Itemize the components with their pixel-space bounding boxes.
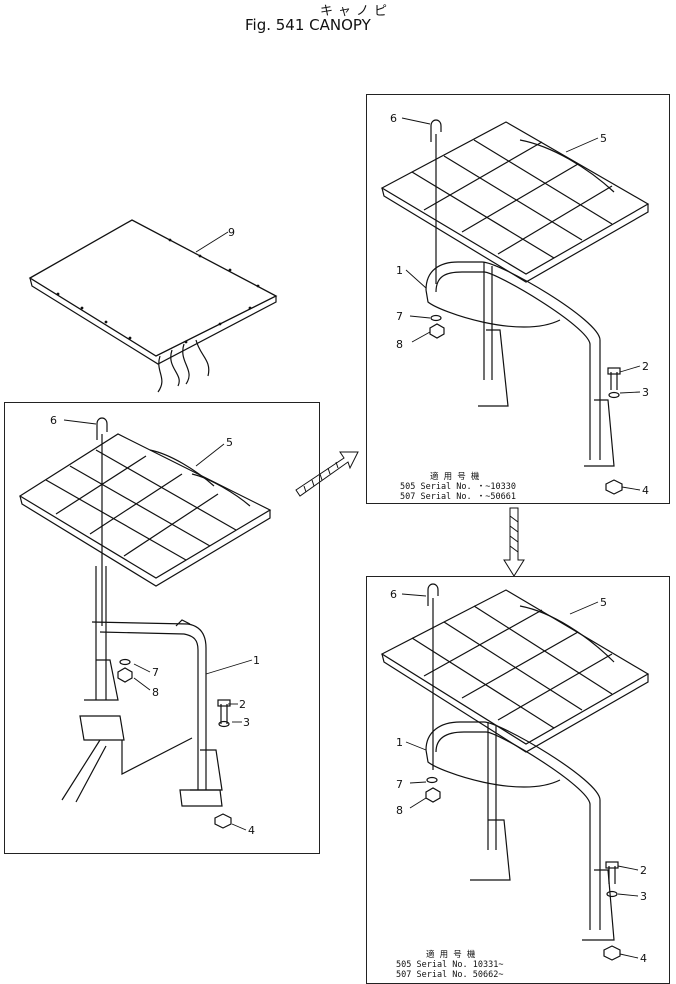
hatched-arrow-down xyxy=(503,507,525,577)
callout-7: 7 xyxy=(396,778,403,791)
figure-title: Fig. 541 CANOPY xyxy=(245,16,371,34)
callout-8: 8 xyxy=(396,804,403,817)
callout-2: 2 xyxy=(642,360,649,373)
callout-7: 7 xyxy=(396,310,403,323)
callout-6: 6 xyxy=(390,112,397,125)
callout-8: 8 xyxy=(152,686,159,699)
leader-lines xyxy=(63,117,641,959)
serial-note-early: 適 用 号 機 505 Serial No. ・~10330 507 Seria… xyxy=(400,472,516,502)
serial-note-late: 適 用 号 機 505 Serial No. 10331~ 507 Serial… xyxy=(396,950,503,980)
callout-4: 4 xyxy=(642,484,649,497)
callout-1: 1 xyxy=(396,736,403,749)
callout-4: 4 xyxy=(248,824,255,837)
serial-note-line-505: 505 Serial No. ・~10330 xyxy=(400,482,516,492)
panel-left-view xyxy=(4,402,320,854)
callout-3: 3 xyxy=(243,716,250,729)
callout-5: 5 xyxy=(600,132,607,145)
canvas-cover xyxy=(28,219,278,393)
callout-6: 6 xyxy=(50,414,57,427)
top-right-assembly xyxy=(380,119,650,495)
callout-3: 3 xyxy=(640,890,647,903)
serial-note-header: 適 用 号 機 xyxy=(430,472,480,482)
serial-note-line-505: 505 Serial No. 10331~ xyxy=(396,960,504,970)
hatched-arrow-right xyxy=(295,451,359,497)
callout-1: 1 xyxy=(253,654,260,667)
figure-title-jp: キャノピ xyxy=(320,4,393,19)
serial-note-line-507: 507 Serial No. 50662~ xyxy=(396,970,504,980)
callout-6: 6 xyxy=(390,588,397,601)
callout-2: 2 xyxy=(239,698,246,711)
panel-early-serial-view xyxy=(366,94,670,504)
panel-late-serial-view xyxy=(366,576,670,984)
serial-note-header: 適 用 号 機 xyxy=(426,950,476,960)
callout-2: 2 xyxy=(640,864,647,877)
callout-5: 5 xyxy=(226,436,233,449)
callout-numbers: 9 6 5 1 2 3 7 8 4 6 5 1 7 8 2 3 4 6 5 1 … xyxy=(50,112,649,965)
callout-8: 8 xyxy=(396,338,403,351)
left-assembly xyxy=(18,417,272,829)
callout-7: 7 xyxy=(152,666,159,679)
bottom-right-assembly xyxy=(380,583,650,961)
callout-1: 1 xyxy=(396,264,403,277)
callout-9: 9 xyxy=(228,226,235,239)
serial-note-line-507: 507 Serial No. ・~50661 xyxy=(400,492,516,502)
callout-5: 5 xyxy=(600,596,607,609)
callout-3: 3 xyxy=(642,386,649,399)
callout-4: 4 xyxy=(640,952,647,965)
